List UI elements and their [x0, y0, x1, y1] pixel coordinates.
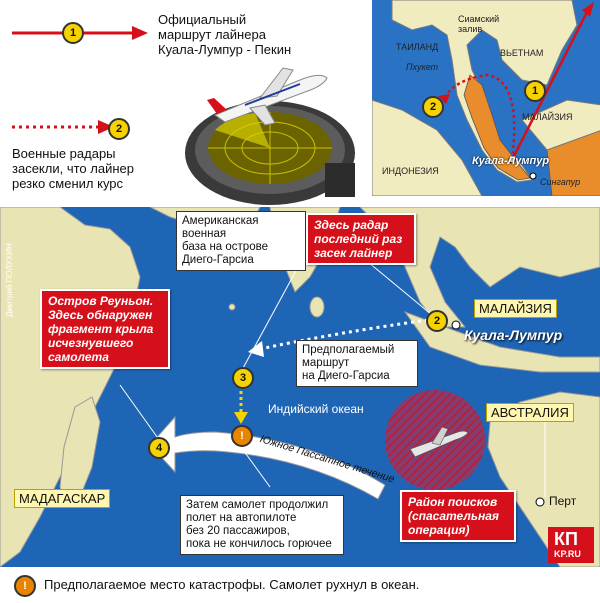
legend-route2-line1: Военные радары	[12, 146, 116, 161]
madagascar-label: МАДАГАСКАР	[14, 489, 111, 508]
indian-ocean-label: Индийский океан	[268, 402, 364, 416]
footer: ! Предполагаемое место катастрофы. Самол…	[0, 567, 600, 603]
crash-marker-icon: !	[231, 425, 253, 447]
malaysia-label: МАЛАЙЗИЯ	[474, 299, 557, 318]
legend-route1-line1: Официальный	[158, 12, 247, 27]
reunion-box: Остров Реуньон. Здесь обнаружен фрагмент…	[40, 289, 170, 369]
legend-marker-1: 1	[62, 22, 84, 44]
legend-route2-line2: засекли, что лайнер	[12, 161, 134, 176]
radar-last-contact-box: Здесь радар последний раз засек лайнер	[306, 213, 416, 265]
legend-route2-line3: резко сменил курс	[12, 176, 124, 191]
ocean-current-arrow-icon	[119, 261, 546, 507]
perth-label: Перт	[549, 494, 577, 508]
kp-logo: КП KP.RU	[548, 527, 594, 563]
radar-route-arrow-icon	[12, 120, 114, 134]
search-area-box: Район поисков (спасательная операция)	[400, 490, 516, 542]
kuala-lumpur-label: Куала-Лумпур	[464, 327, 563, 343]
diego-garcia-box: Американская военная база на острове Дие…	[176, 211, 306, 271]
legend-route1-line3: Куала-Лумпур - Пекин	[158, 42, 292, 57]
map-marker-4: 4	[148, 437, 170, 459]
inset-label-siam-gulf: Сиамский залив	[458, 14, 500, 34]
inset-label-thailand: ТАИЛАНД	[396, 42, 439, 52]
map-marker-3: 3	[232, 367, 254, 389]
inset-label-malaysia: МАЛАЙЗИЯ	[522, 112, 573, 122]
author-credit: Дмитрий ПОЛУХИН	[5, 243, 14, 317]
legend: 1 Официальный маршрут лайнера Куала-Лумп…	[0, 0, 370, 210]
inset-land	[372, 0, 600, 196]
inset-marker-2: 2	[422, 96, 444, 118]
route-diego-garcia-box: Предполагаемый маршрут на Диего-Гарсиа	[296, 340, 418, 387]
inset-label-vietnam: ВЬЕТНАМ	[500, 48, 544, 58]
footer-text: Предполагаемое место катастрофы. Самолет…	[44, 577, 420, 592]
main-map: Дмитрий ПОЛУХИН Американская военная баз…	[0, 207, 600, 567]
australia-label: АВСТРАЛИЯ	[486, 403, 574, 422]
inset-label-phuket: Пхукет	[406, 62, 439, 72]
inset-marker-1: 1	[524, 80, 546, 102]
inset-label-kuala-lumpur: Куала-Лумпур	[472, 155, 550, 167]
inset-map: Сиамский залив ТАИЛАНД ВЬЕТНАМ Пхукет МА…	[370, 0, 600, 196]
footer-crash-icon: !	[14, 575, 36, 597]
legend-route1-line2: маршрут лайнера	[158, 27, 266, 42]
legend-marker-2: 2	[108, 118, 130, 140]
map-marker-2: 2	[426, 310, 448, 332]
inset-label-singapore: Сингапур	[540, 177, 581, 187]
autopilot-box: Затем самолет продолжил полет на автопил…	[180, 495, 344, 555]
airplane-icon	[207, 67, 328, 126]
inset-label-indonesia: ИНДОНЕЗИЯ	[382, 166, 439, 176]
